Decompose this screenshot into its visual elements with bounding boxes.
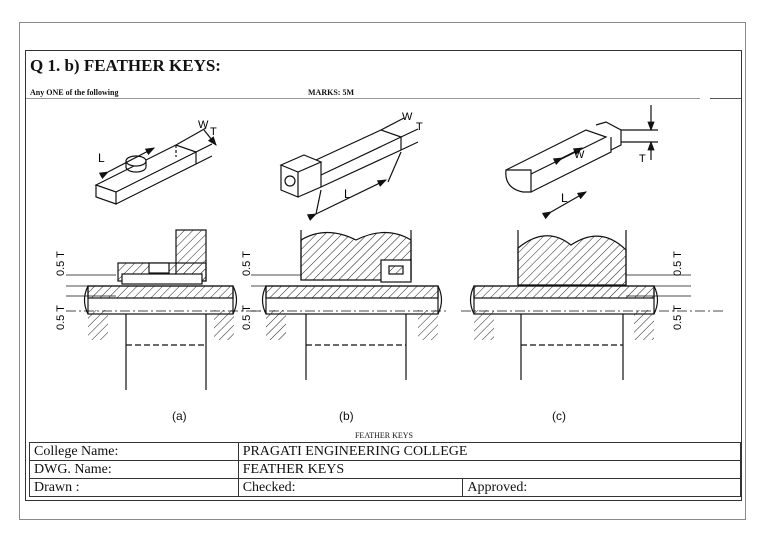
key-a-isometric bbox=[94, 127, 217, 205]
drawing-frame bbox=[25, 50, 742, 501]
label-l-b: L bbox=[344, 187, 351, 201]
drawing-sheet-border bbox=[19, 22, 746, 520]
label-t-a: T bbox=[210, 126, 217, 138]
question-title: Q 1. b) FEATHER KEYS: bbox=[30, 56, 221, 75]
college-name-value: PRAGATI ENGINEERING COLLEGE bbox=[237, 442, 742, 461]
key-a-section bbox=[66, 229, 266, 390]
marks-label: MARKS: 5M bbox=[308, 88, 354, 97]
drawn-label: Drawn : bbox=[29, 478, 239, 497]
title-block-row-signoff: Drawn : Checked: Approved: bbox=[29, 478, 741, 497]
title-block-row-drawing: DWG. Name: FEATHER KEYS bbox=[29, 460, 742, 479]
label-l-a: L bbox=[98, 151, 105, 165]
title-block: College Name: PRAGATI ENGINEERING COLLEG… bbox=[29, 442, 742, 497]
caption-b: (b) bbox=[339, 409, 354, 423]
label-w-c: W bbox=[574, 149, 585, 161]
label-half-t-b-bottom: 0.5 T bbox=[241, 305, 253, 330]
label-t-c: T bbox=[639, 153, 646, 165]
header-divider bbox=[26, 98, 700, 99]
drawing-name-label: DWG. Name: bbox=[29, 460, 239, 479]
title-block-row-college: College Name: PRAGATI ENGINEERING COLLEG… bbox=[29, 442, 742, 461]
key-c-section bbox=[461, 230, 726, 380]
label-half-t-c-bottom: 0.5 T bbox=[672, 305, 684, 330]
label-w-b: W bbox=[402, 111, 413, 123]
label-half-t-a-top: 0.5 T bbox=[55, 251, 67, 276]
college-name-label: College Name: bbox=[29, 442, 239, 461]
question-instruction: Any ONE of the following bbox=[30, 88, 119, 97]
caption-a: (a) bbox=[172, 409, 187, 423]
caption-c: (c) bbox=[552, 409, 566, 423]
approved-label: Approved: bbox=[462, 478, 741, 497]
checked-label: Checked: bbox=[237, 478, 464, 497]
label-half-t-c-top: 0.5 T bbox=[672, 251, 684, 276]
label-w-a: W bbox=[198, 119, 209, 131]
key-b-section bbox=[251, 230, 446, 380]
label-l-c: L bbox=[561, 191, 568, 205]
header-divider-right bbox=[710, 98, 741, 99]
feather-keys-figure: L W T 0.5 T 0.5 T L W T bbox=[55, 105, 726, 390]
key-c-isometric bbox=[505, 105, 658, 220]
label-half-t-b-top: 0.5 T bbox=[241, 251, 253, 276]
key-b-isometric bbox=[279, 117, 419, 221]
drawing-name-value: FEATHER KEYS bbox=[237, 460, 742, 479]
label-half-t-a-bottom: 0.5 T bbox=[55, 305, 67, 330]
label-t-b: T bbox=[416, 121, 423, 133]
figure-title: FEATHER KEYS bbox=[354, 431, 413, 440]
